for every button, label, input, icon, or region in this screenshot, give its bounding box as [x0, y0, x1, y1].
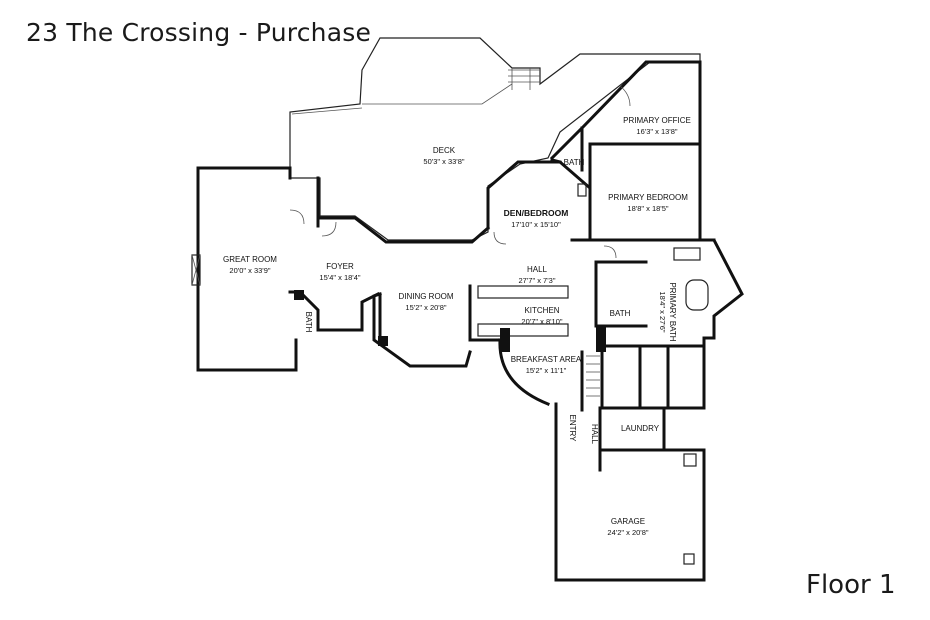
garage-dim: 24'2" x 20'8" [607, 528, 648, 537]
primary-office-dim: 16'3" x 13'8" [636, 127, 677, 136]
room-labels: DECK 50'3" x 33'8" GREAT ROOM 20'0" x 33… [223, 116, 691, 537]
primary-office-name: PRIMARY OFFICE [623, 116, 691, 125]
breakfast-area-dim: 15'2" x 11'1" [526, 366, 567, 375]
primary-bedroom-name: PRIMARY BEDROOM [608, 193, 688, 202]
den-bedroom-name: DEN/BEDROOM [504, 208, 569, 218]
plan-title: 23 The Crossing - Purchase [26, 18, 372, 47]
hall-dim: 27'7" x 7'3" [519, 276, 556, 285]
column-block [294, 290, 304, 300]
laundry-name: LAUNDRY [621, 424, 660, 433]
deck-name: DECK [433, 146, 456, 155]
foyer-dim: 15'4" x 18'4" [319, 273, 360, 282]
primary-bath-dim: 18'4" x 27'6" [658, 291, 667, 332]
bath-mid-name: BATH [610, 309, 631, 318]
garage-name: GARAGE [611, 517, 645, 526]
column-block [500, 328, 510, 352]
breakfast-area-name: BREAKFAST AREA [511, 355, 582, 364]
kitchen-dim: 20'7" x 8'10" [521, 317, 562, 326]
hall-small-name: HALL [590, 424, 599, 445]
floor-label: Floor 1 [806, 570, 896, 600]
entry-name: ENTRY [568, 415, 577, 443]
exterior-walls [196, 60, 744, 582]
bath-top-name: BATH [564, 158, 585, 167]
hall-name: HALL [527, 265, 548, 274]
kitchen-name: KITCHEN [524, 306, 559, 315]
dining-room-dim: 15'2" x 20'8" [405, 303, 446, 312]
column-block [378, 336, 388, 346]
great-room-dim: 20'0" x 33'9" [229, 266, 270, 275]
foyer-name: FOYER [326, 262, 354, 271]
primary-bedroom-dim: 18'8" x 18'5" [627, 204, 668, 213]
deck-dim: 50'3" x 33'8" [423, 157, 464, 166]
bath-left-name: BATH [304, 312, 313, 333]
den-bedroom-dim: 17'10" x 15'10" [511, 220, 561, 229]
column-block [596, 326, 606, 352]
dining-room-name: DINING ROOM [398, 292, 453, 301]
primary-bath-name: PRIMARY BATH [668, 282, 677, 341]
interior-details [191, 85, 709, 565]
great-room-name: GREAT ROOM [223, 255, 277, 264]
